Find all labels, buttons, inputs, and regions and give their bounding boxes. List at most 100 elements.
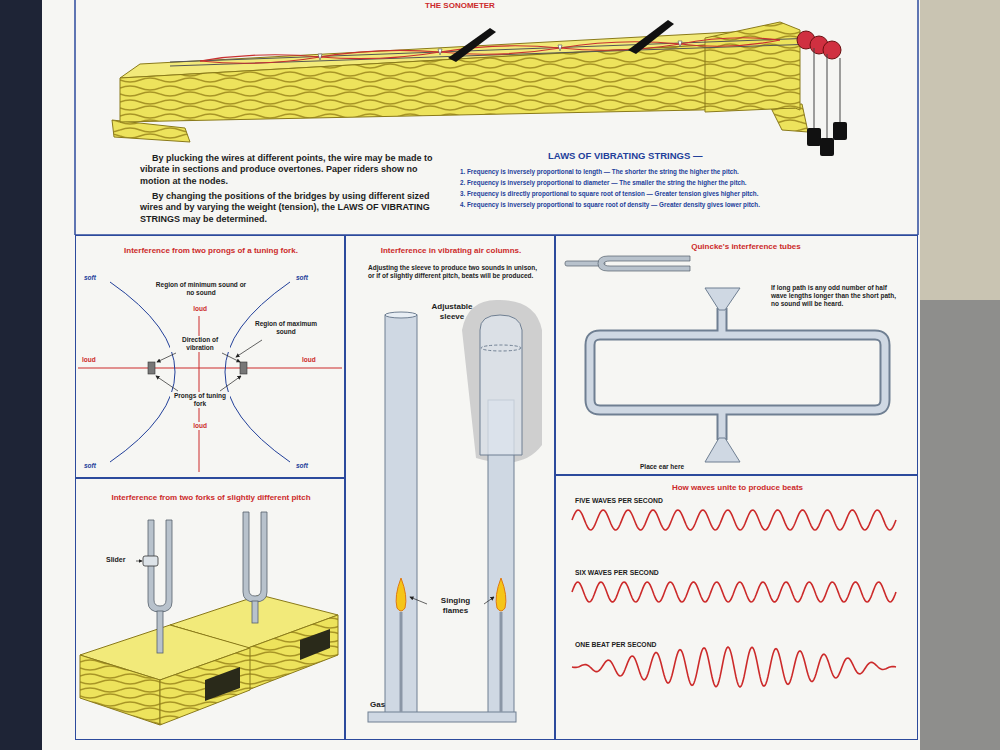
bridge xyxy=(628,20,674,54)
adjustable-sleeve xyxy=(481,345,521,351)
adjustable-sleeve xyxy=(480,315,522,455)
tuning-fork xyxy=(157,611,163,653)
background-wall xyxy=(920,0,1000,300)
note-text: 1. Frequency is inversely proportional t… xyxy=(460,168,739,176)
part-label: Adjustable sleeve xyxy=(428,302,476,321)
leader-line xyxy=(410,597,427,604)
glass-tube xyxy=(385,315,417,717)
flame xyxy=(496,578,506,611)
resonance-box xyxy=(248,615,338,690)
weight-wire xyxy=(827,54,828,138)
sound-wave xyxy=(572,510,896,530)
leader-line xyxy=(484,597,494,604)
tuning-fork xyxy=(598,256,690,271)
part-label: Gas xyxy=(370,700,385,710)
weight xyxy=(820,138,834,156)
tuning-fork xyxy=(243,512,267,602)
binder-edge xyxy=(0,0,42,750)
sonometer-foot xyxy=(112,120,190,142)
part-label: soft xyxy=(84,274,96,282)
panel-heading: Interference from two forks of slightly … xyxy=(80,493,342,503)
part-label: Slider xyxy=(106,556,125,564)
part-label: loud xyxy=(82,356,96,364)
gas-pipe xyxy=(368,712,516,722)
part-label: Direction of vibration xyxy=(170,336,230,352)
interference-tube xyxy=(590,308,885,440)
fork-boxes-drawing xyxy=(80,512,338,725)
paper-rider xyxy=(438,49,442,55)
leader-line xyxy=(236,340,262,357)
fork-interference-drawing xyxy=(78,282,342,472)
note-text: 2. Frequency is inversely proportional t… xyxy=(460,179,747,187)
part-label: loud xyxy=(187,422,213,430)
sonometer-end xyxy=(705,22,800,112)
panel-heading: Interference in vibrating air columns. xyxy=(350,246,552,256)
beat-waves xyxy=(572,510,896,687)
glass-tube xyxy=(385,312,417,318)
panel-box: Interference from two forks of slightly … xyxy=(75,478,345,740)
part-label: Region of maximum sound xyxy=(253,320,319,336)
part-label: soft xyxy=(84,462,96,470)
weight xyxy=(807,128,821,146)
part-label: loud xyxy=(187,305,213,313)
burner xyxy=(400,612,403,712)
paper-rider xyxy=(558,45,562,51)
note-text: By changing the positions of the bridges… xyxy=(140,191,450,225)
leader-line xyxy=(220,376,241,391)
pulley xyxy=(823,41,841,59)
sonometer-drawing xyxy=(112,20,847,156)
leader-line xyxy=(156,376,178,391)
part-label: SIX WAVES PER SECOND xyxy=(575,569,659,577)
vibration-envelope xyxy=(200,38,780,61)
box-opening xyxy=(205,667,240,701)
panel-heading: Quincke's interference tubes xyxy=(596,242,896,252)
resonance-box xyxy=(160,648,250,725)
panel-box: Quincke's interference tubes If long path… xyxy=(555,235,918,475)
note-text: By plucking the wires at different point… xyxy=(140,153,450,187)
part-label: Singing flames xyxy=(428,596,483,615)
weight-wire xyxy=(840,58,841,122)
note-text: 3. Frequency is directly proportional to… xyxy=(460,190,758,198)
hyperbola xyxy=(110,282,175,462)
resonance-box xyxy=(80,655,160,725)
part-label: Prongs of tuning fork xyxy=(170,392,230,408)
part-label: loud xyxy=(302,356,316,364)
flame xyxy=(396,578,406,611)
part-label: FIVE WAVES PER SECOND xyxy=(575,497,663,505)
background-carpet xyxy=(920,300,1000,750)
bridge xyxy=(448,28,496,62)
vibration-envelope xyxy=(200,40,780,63)
interference-tube xyxy=(590,308,885,440)
part-label: Region of minimum sound or no sound xyxy=(150,281,252,297)
note-text: LAWS OF VIBRATING STRINGS — xyxy=(548,150,702,161)
tuning-fork xyxy=(252,601,258,623)
paper-rider xyxy=(318,54,322,60)
panel-body: If long path is any odd number of half w… xyxy=(771,284,896,307)
part-label: ONE BEAT PER SECOND xyxy=(575,641,656,649)
funnel xyxy=(705,288,740,310)
weight xyxy=(833,122,847,140)
burner xyxy=(500,612,503,712)
part-label: Place ear here xyxy=(640,463,684,471)
funnel xyxy=(705,438,740,462)
note-text: 4. Frequency is inversely proportional t… xyxy=(460,201,760,209)
prong xyxy=(148,362,155,374)
leader-line xyxy=(157,353,176,362)
panel-heading: Interference from two prongs of a tuning… xyxy=(80,246,342,256)
box-opening xyxy=(300,629,330,660)
part-label: soft xyxy=(296,274,308,282)
air-column-drawing xyxy=(368,300,542,722)
slider xyxy=(143,556,158,566)
panel-box: How waves unite to produce beats xyxy=(555,475,918,740)
poster-title: THE SONOMETER xyxy=(360,1,560,11)
panel-body: Adjusting the sleeve to produce two soun… xyxy=(368,264,538,280)
frame-line xyxy=(917,0,919,235)
leader-line xyxy=(136,561,142,562)
weight-wire xyxy=(814,48,815,128)
sound-wave xyxy=(572,647,896,687)
part-label: soft xyxy=(296,462,308,470)
wire xyxy=(170,38,815,62)
sound-wave xyxy=(572,582,896,602)
